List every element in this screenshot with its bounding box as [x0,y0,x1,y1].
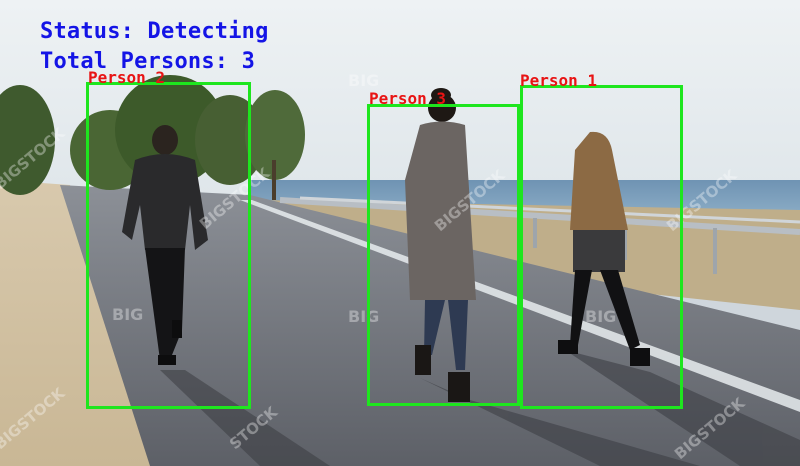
trees [0,75,305,200]
person-3-figure [405,88,476,402]
svg-text:BIG: BIG [585,307,616,326]
person-1-bounding-box [520,85,683,409]
svg-text:BIG: BIG [112,305,143,324]
left-sand [0,180,160,466]
person-1-figure [558,131,650,366]
person-3-bounding-box [367,104,520,406]
person-2-bounding-box [86,82,251,409]
person-2-label: Person 2 [88,68,166,87]
svg-text:BIG: BIG [348,71,379,90]
total-persons-label: Total Persons: 3 [40,49,256,74]
person-2-figure [122,125,208,365]
guard-rail [279,197,800,235]
roadside-grass [260,200,800,310]
status-label: Status: Detecting [40,19,269,44]
svg-text:BIG: BIG [348,307,379,326]
person-3-label: Person 3 [369,89,447,108]
person-1-label: Person 1 [520,71,598,90]
